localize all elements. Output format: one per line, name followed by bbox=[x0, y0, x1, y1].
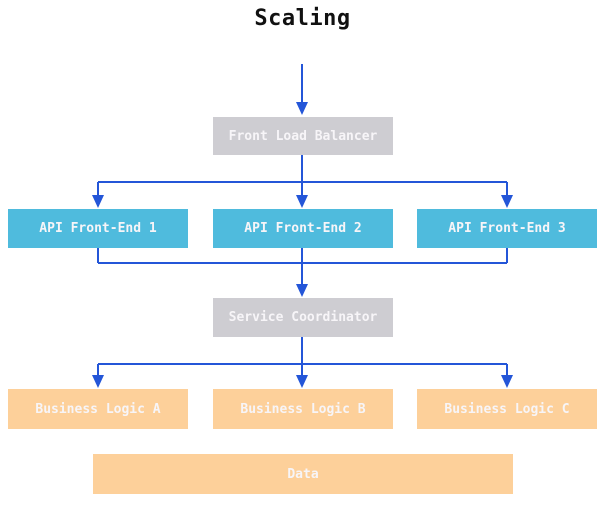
arrow-lines-api-to-coordinator bbox=[97, 248, 508, 285]
node-service-coordinator: Service Coordinator bbox=[213, 298, 393, 337]
node-api-front-end-1: API Front-End 1 bbox=[8, 209, 188, 248]
arrow-lines-balancer-to-api bbox=[97, 155, 508, 196]
arrowhead-to-logic-b bbox=[296, 375, 308, 388]
node-data: Data bbox=[93, 454, 513, 494]
node-business-logic-c: Business Logic C bbox=[417, 389, 597, 429]
node-business-logic-a: Business Logic A bbox=[8, 389, 188, 429]
arrowhead-to-api-2 bbox=[296, 195, 308, 208]
node-api-front-end-3: API Front-End 3 bbox=[417, 209, 597, 248]
arrowhead-to-api-3 bbox=[501, 195, 513, 208]
arrow-lines-coordinator-to-logic bbox=[97, 337, 508, 376]
arrowhead-to-balancer bbox=[296, 102, 308, 115]
connector-lines bbox=[97, 64, 508, 376]
node-business-logic-b: Business Logic B bbox=[213, 389, 393, 429]
arrowhead-to-logic-c bbox=[501, 375, 513, 388]
arrowhead-to-api-1 bbox=[92, 195, 104, 208]
arrowhead-to-coordinator bbox=[296, 284, 308, 297]
diagram-title: Scaling bbox=[254, 6, 351, 31]
arrowhead-to-logic-a bbox=[92, 375, 104, 388]
node-api-front-end-2: API Front-End 2 bbox=[213, 209, 393, 248]
arrowheads bbox=[92, 102, 513, 388]
node-front-load-balancer: Front Load Balancer bbox=[213, 117, 393, 155]
